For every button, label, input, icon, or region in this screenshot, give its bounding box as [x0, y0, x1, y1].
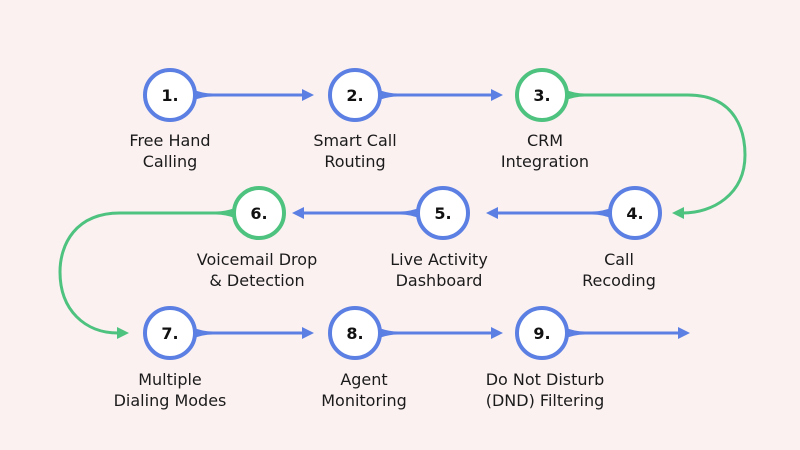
arrow-8-to-9-head — [491, 327, 503, 339]
step-4-label-line-1: Call — [604, 250, 634, 269]
step-1-node — [143, 68, 197, 122]
step-9-label-line-1: Do Not Disturb — [485, 370, 605, 389]
step-8-label-line-1: Agent — [340, 370, 388, 389]
step-9-label-line-2: (DND) Filtering — [485, 391, 605, 410]
step-5-label-line-1: Live Activity — [390, 250, 488, 269]
step-2-node — [328, 68, 382, 122]
step-7-label-line-2: Dialing Modes — [113, 391, 227, 410]
step-2-number: 2. — [346, 86, 363, 105]
step-8-number: 8. — [346, 324, 363, 343]
arrow-2-to-3-head — [491, 89, 503, 101]
step-9-node — [515, 306, 569, 360]
step-1-label-line-2: Calling — [142, 152, 198, 171]
step-nodes: 1. 2. 3. 4. 5. 6. 7. 8. 9. — [143, 68, 662, 360]
step-7-label-line-1: Multiple — [138, 370, 202, 389]
step-4-number: 4. — [626, 204, 643, 223]
step-6-node — [232, 186, 286, 240]
step-5-label: Live Activity Dashboard — [344, 249, 534, 291]
step-7-label: Multiple Dialing Modes — [75, 369, 265, 411]
step-7-number: 7. — [161, 324, 178, 343]
arrow-3-to-4-head — [672, 207, 684, 219]
step-5-number: 5. — [434, 204, 451, 223]
step-2-label-line-2: Routing — [324, 152, 386, 171]
arrow-6-to-7-curve — [58, 211, 234, 335]
step-4-node — [608, 186, 662, 240]
arrow-4-to-5-head — [486, 207, 498, 219]
step-1-number: 1. — [161, 86, 178, 105]
arrow-3-to-4-curve — [567, 93, 747, 215]
step-6-label-line-2: & Detection — [209, 271, 305, 290]
step-3-label: CRM Integration — [450, 130, 640, 172]
step-3-number: 3. — [533, 86, 550, 105]
step-4-label-line-2: Recoding — [582, 271, 656, 290]
step-8-label-line-2: Monitoring — [321, 391, 407, 410]
step-8-label: Agent Monitoring — [269, 369, 459, 411]
step-5-node — [416, 186, 470, 240]
step-7-node — [143, 306, 197, 360]
step-8-node — [328, 306, 382, 360]
arrow-7-to-8-head — [302, 327, 314, 339]
step-3-label-line-2: Integration — [500, 152, 590, 171]
step-3-label-line-1: CRM — [526, 131, 564, 150]
step-6-label: Voicemail Drop & Detection — [162, 249, 352, 291]
step-4-label: Call Recoding — [524, 249, 714, 291]
arrow-6-to-7-head — [117, 327, 129, 339]
step-9-label: Do Not Disturb (DND) Filtering — [450, 369, 640, 411]
step-1-label: Free Hand Calling — [75, 130, 265, 172]
step-5-label-line-2: Dashboard — [395, 271, 483, 290]
step-2-label-line-1: Smart Call — [313, 131, 397, 150]
arrow-5-to-6-head — [292, 207, 304, 219]
step-3-node — [515, 68, 569, 122]
step-1-label-line-1: Free Hand — [129, 131, 211, 150]
arrow-9-out-head — [678, 327, 690, 339]
step-6-label-line-1: Voicemail Drop — [196, 250, 318, 269]
step-9-number: 9. — [533, 324, 550, 343]
arrow-1-to-2-head — [302, 89, 314, 101]
step-6-number: 6. — [250, 204, 267, 223]
step-2-label: Smart Call Routing — [260, 130, 450, 172]
